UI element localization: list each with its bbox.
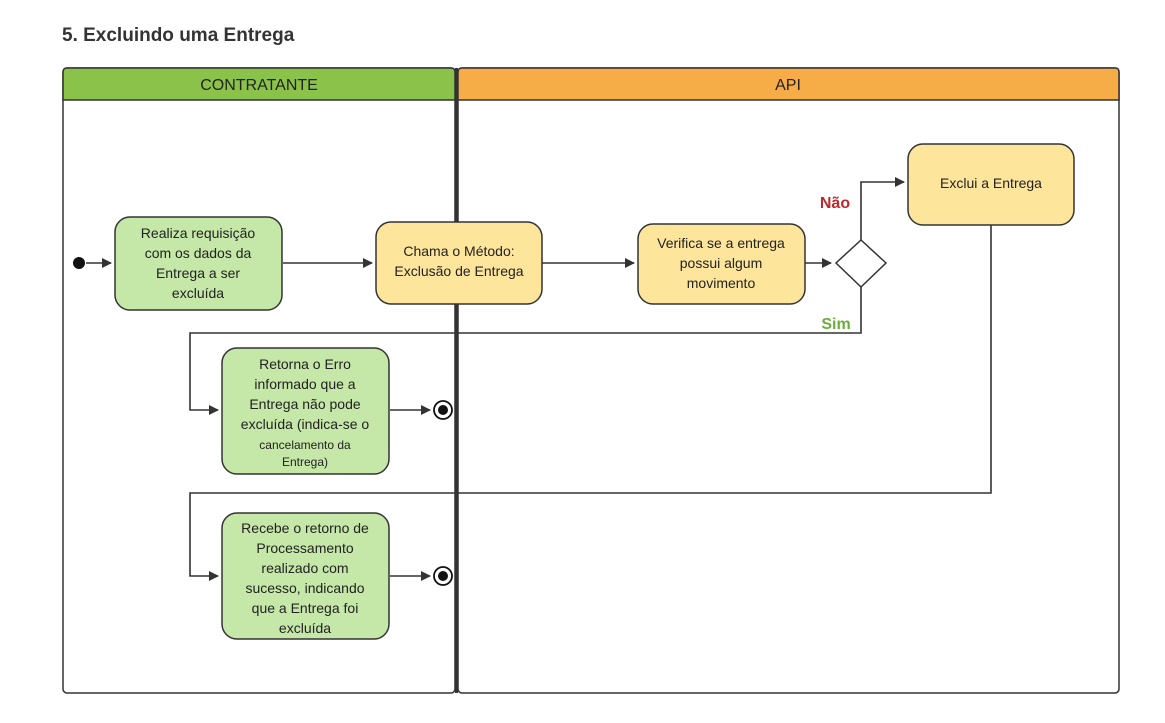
label-nao: Não: [820, 195, 850, 212]
node-realiza-line-1: Realiza requisição: [141, 225, 256, 241]
node-verifica-line-2: possui algum: [680, 255, 763, 271]
node-recebe-retorno: [221, 512, 390, 640]
node-recebe-line-4: sucesso, indicando: [245, 580, 364, 596]
node-realiza-requisicao: [114, 216, 283, 311]
edge-decision-sim: [189, 287, 862, 415]
node-erro-line-6: Entrega): [282, 455, 328, 469]
node-chama-metodo: [375, 221, 543, 305]
node-recebe-line-5: que a Entrega foi: [252, 600, 359, 616]
node-erro-line-1: Retorna o Erro: [259, 356, 351, 372]
lane-label-api: API: [775, 77, 801, 94]
node-verifica-line-1: Verifica se a entrega: [657, 235, 785, 251]
node-recebe-line-2: Processamento: [256, 540, 353, 556]
node-erro-line-4: excluída (indica-se o: [241, 416, 370, 432]
node-erro-line-2: informado que a: [254, 376, 355, 392]
edge-exclui-to-recebe: [189, 225, 992, 581]
lane-header-api: [457, 67, 1120, 101]
node-exclui-line-1: Exclui a Entrega: [940, 175, 1042, 191]
node-exclui-entrega: [907, 143, 1075, 226]
node-realiza-line-2: com os dados da: [145, 245, 252, 261]
node-verifica-line-3: movimento: [687, 275, 756, 291]
page-title: 5. Excluindo uma Entrega: [62, 25, 295, 46]
lane-header-contratante: [62, 67, 456, 101]
label-sim: Sim: [821, 316, 850, 333]
decision-diamond: [834, 238, 888, 289]
node-realiza-line-4: excluída: [172, 285, 224, 301]
start-node: [73, 257, 85, 269]
node-recebe-line-3: realizado com: [261, 560, 348, 576]
node-erro-line-3: Entrega não pode: [249, 396, 361, 412]
node-chama-line-2: Exclusão de Entrega: [394, 263, 523, 279]
edge-decision-nao: [860, 177, 905, 240]
node-recebe-line-6: excluída: [279, 620, 331, 636]
node-erro-line-5: cancelamento da: [259, 438, 351, 452]
node-chama-line-1: Chama o Método:: [403, 243, 514, 259]
end-node-erro: [433, 400, 453, 420]
lane-label-contratante: CONTRATANTE: [200, 77, 318, 94]
node-realiza-line-3: Entrega a ser: [156, 265, 240, 281]
node-verifica-entrega: [637, 223, 806, 305]
node-recebe-line-1: Recebe o retorno de: [241, 520, 369, 536]
node-retorna-erro: [221, 347, 390, 475]
end-node-sucesso: [433, 566, 453, 586]
